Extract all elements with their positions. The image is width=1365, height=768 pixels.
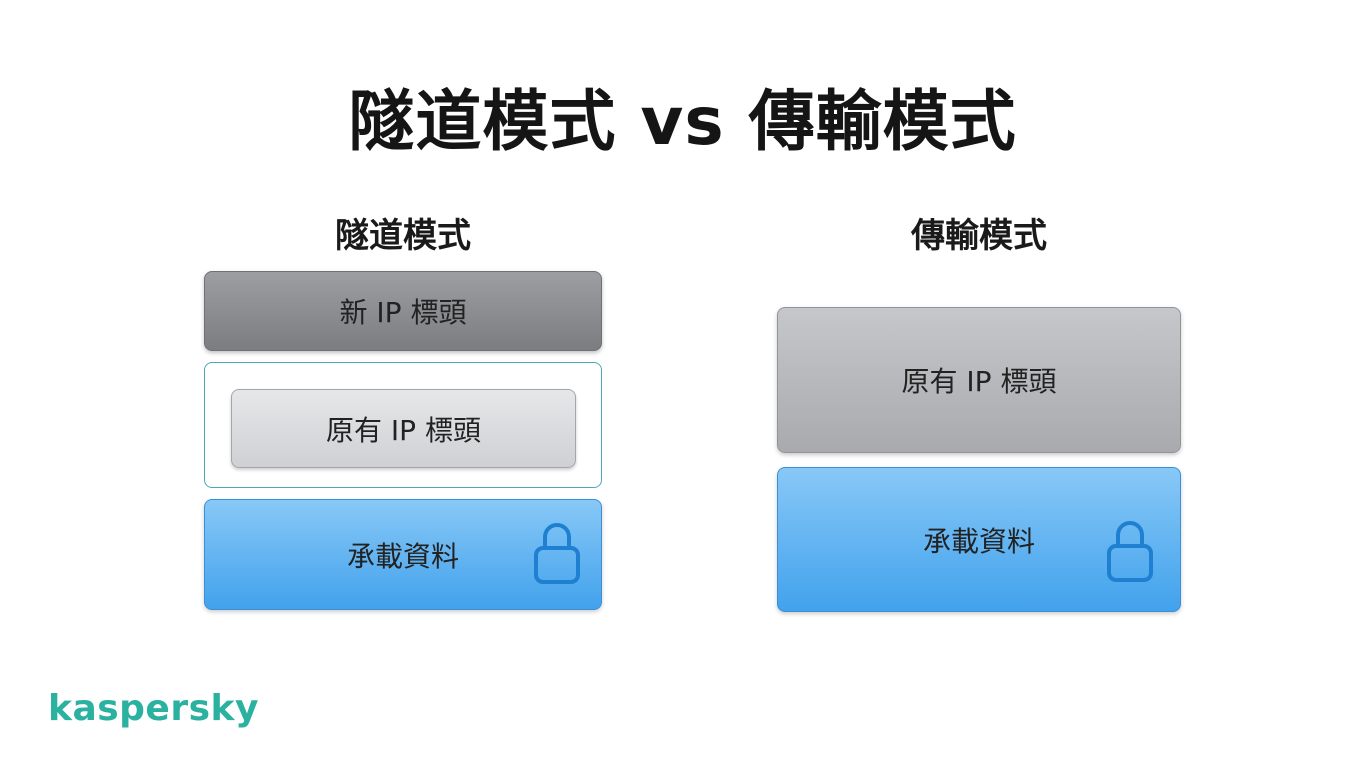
tunnel-original-ip-header-label: 原有 IP 標頭 [326,413,481,447]
transport-payload-block: 承載資料 [777,467,1181,612]
transport-mode-heading: 傳輸模式 [911,216,1047,256]
tunnel-payload-label: 承載資料 [346,539,459,573]
lock-icon [534,523,580,584]
transport-original-ip-header-block: 原有 IP 標頭 [777,307,1181,453]
tunnel-mode-heading: 隧道模式 [335,216,471,256]
page-title: 隧道模式 vs 傳輸模式 [348,83,1017,160]
tunnel-original-ip-header-block: 原有 IP 標頭 [231,389,576,468]
lock-icon [1107,521,1153,582]
transport-original-ip-header-label: 原有 IP 標頭 [901,365,1057,398]
new-ip-header-label: 新 IP 標頭 [339,296,467,329]
transport-payload-label: 承載資料 [922,524,1035,558]
tunnel-payload-block: 承載資料 [204,499,602,610]
new-ip-header-block: 新 IP 標頭 [204,271,602,351]
encapsulated-packet-frame: 原有 IP 標頭 [204,362,602,488]
kaspersky-logo: kaspersky [48,688,259,729]
